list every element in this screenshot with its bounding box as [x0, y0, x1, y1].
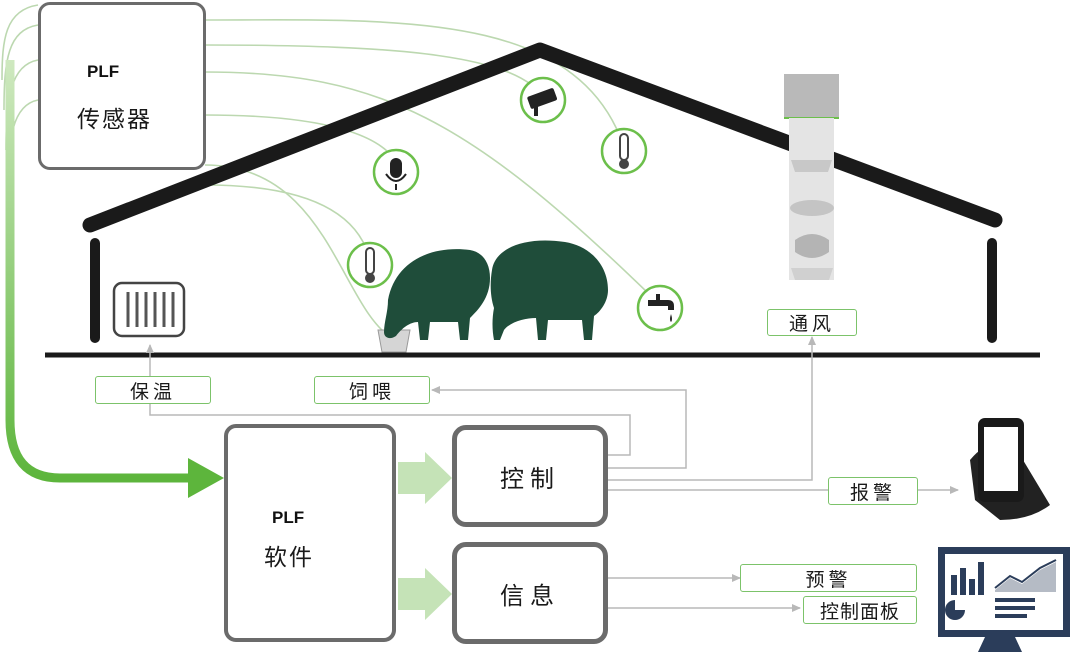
- sensor-brand: PLF: [87, 62, 120, 81]
- heating-label: 保温: [95, 376, 211, 404]
- smartphone-icon: [970, 418, 1050, 520]
- monitor-dashboard-icon: [938, 547, 1070, 652]
- control-panel-label: 控制面板: [803, 596, 917, 624]
- microphone-icon: [372, 148, 420, 196]
- ventilation-fan-icon: [784, 74, 839, 280]
- sensor-label: 传感器: [77, 107, 152, 133]
- software-box: PLF 软件: [224, 424, 396, 642]
- thermometer-icon: [600, 127, 648, 175]
- sensor-wires: [1, 4, 651, 341]
- software-label: 软件: [264, 545, 314, 571]
- barn-roof: [82, 42, 1003, 233]
- software-brand: PLF: [272, 508, 305, 527]
- ventilation-label: 通风: [767, 309, 857, 336]
- feeding-label: 饲喂: [314, 376, 430, 404]
- sensor-to-software-arrow: [5, 60, 190, 483]
- faucet-icon: [636, 284, 684, 332]
- early-warning-label: 预警: [740, 564, 917, 592]
- control-box: 控制: [452, 425, 608, 527]
- software-flow-arrows: [398, 452, 452, 620]
- heater-icon: [112, 281, 186, 338]
- sensor-box: PLF 传感器: [38, 2, 206, 170]
- alarm-label: 报警: [828, 477, 918, 505]
- pig-icon: [384, 240, 608, 340]
- camera-icon: [519, 76, 567, 124]
- info-box: 信息: [452, 542, 608, 644]
- thermometer-icon: [346, 241, 394, 289]
- sensor-to-software-arrowhead: [188, 458, 224, 498]
